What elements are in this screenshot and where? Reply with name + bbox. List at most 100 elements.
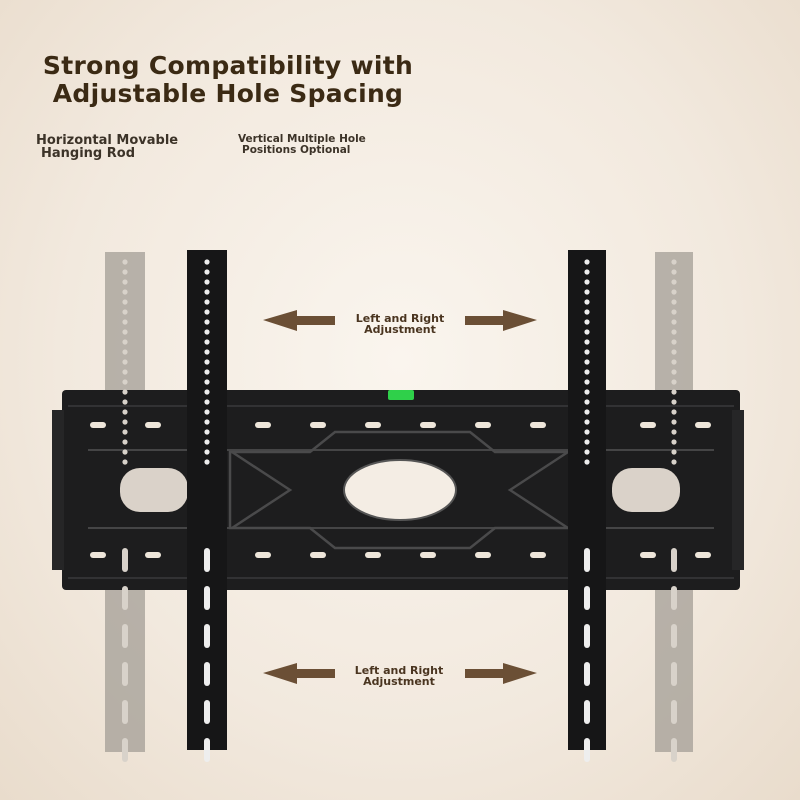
rod-hole [122, 389, 128, 395]
rod-hole [204, 339, 210, 345]
rod-hole [584, 319, 590, 325]
feature-line: Positions Optional [242, 144, 351, 156]
mounting-slot [695, 422, 711, 428]
rod-hole [204, 369, 210, 375]
arrow-left-icon [263, 663, 335, 684]
rod-slot [204, 624, 210, 648]
rod-hole [204, 439, 210, 445]
mounting-slot [310, 552, 326, 558]
rod-hole [122, 269, 128, 275]
rod-hole [122, 319, 128, 325]
rod-slot [122, 738, 128, 762]
rod-slot [122, 586, 128, 610]
rod-hole [584, 449, 590, 455]
rod-hole [122, 409, 128, 415]
feature-vertical-holes: Vertical Multiple Hole Positions Optiona… [238, 134, 366, 156]
mounting-slot [695, 552, 711, 558]
adjustment-line: Left and Right [354, 664, 444, 677]
rod-slot [204, 700, 210, 724]
mounting-slot [145, 422, 161, 428]
rod-slot [204, 586, 210, 610]
rod-hole [584, 279, 590, 285]
feature-line: Horizontal Movable [36, 133, 179, 148]
mounting-slot [420, 422, 436, 428]
rod-slot [584, 586, 590, 610]
arrow-left-icon [263, 310, 335, 331]
rod-hole [204, 449, 210, 455]
adjustment-label-bottom: Left and Right Adjustment [339, 665, 459, 687]
rod-hole [671, 289, 677, 295]
mounting-slot [530, 422, 546, 428]
rod-hole [204, 329, 210, 335]
rod-slot [671, 662, 677, 686]
rod-hole [671, 309, 677, 315]
mounting-slot [90, 552, 106, 558]
rod-hole [122, 309, 128, 315]
rod-hole [584, 369, 590, 375]
rod-hole [671, 279, 677, 285]
rod-hole [204, 399, 210, 405]
rod-hole [204, 349, 210, 355]
rod-hole [204, 319, 210, 325]
rod-hole [671, 259, 677, 265]
mounting-slot [475, 552, 491, 558]
bubble-level-icon [388, 390, 414, 400]
rod-hole [671, 339, 677, 345]
rod-slot [204, 738, 210, 762]
rod-slot [584, 548, 590, 572]
rod-slot [204, 662, 210, 686]
rod-slot [671, 738, 677, 762]
rod-hole [584, 379, 590, 385]
rod-hole [584, 399, 590, 405]
rod-hole [671, 269, 677, 275]
rod-hole [122, 449, 128, 455]
rod-hole [671, 449, 677, 455]
rod-hole [204, 419, 210, 425]
rod-hole [671, 429, 677, 435]
rod-hole [204, 309, 210, 315]
rod-hole [671, 389, 677, 395]
rod-hole [584, 259, 590, 265]
rod-hole [584, 349, 590, 355]
rod-hole [671, 319, 677, 325]
rod-hole [122, 299, 128, 305]
arrow-right-icon [465, 310, 537, 331]
rod-hole [204, 289, 210, 295]
mounting-slot [420, 552, 436, 558]
mounting-slot [475, 422, 491, 428]
rod-hole [204, 389, 210, 395]
rod-hole [584, 339, 590, 345]
rod-hole [671, 399, 677, 405]
rod-slot [122, 624, 128, 648]
rod-slot [584, 662, 590, 686]
adjustment-label-top: Left and Right Adjustment [340, 313, 460, 335]
rod-hole [671, 459, 677, 465]
rod-hole [671, 379, 677, 385]
adjustment-line: Adjustment [364, 323, 436, 336]
rod-hole [122, 259, 128, 265]
rod-hole [204, 429, 210, 435]
rod-hole [122, 369, 128, 375]
rod-slot [204, 548, 210, 572]
rod-hole [122, 329, 128, 335]
rod-slot [671, 700, 677, 724]
rod-hole [204, 299, 210, 305]
rod-hole [122, 399, 128, 405]
rod-hole [584, 309, 590, 315]
rod-slot [584, 700, 590, 724]
mounting-slot [90, 422, 106, 428]
mounting-slot [365, 552, 381, 558]
rod-hole [584, 299, 590, 305]
rod-hole [204, 259, 210, 265]
rod-hole [204, 379, 210, 385]
rod-hole [122, 279, 128, 285]
rod-hole [122, 379, 128, 385]
rod-hole [122, 349, 128, 355]
adjustment-line: Left and Right [355, 312, 445, 325]
mounting-slot [640, 552, 656, 558]
wall-plate [52, 390, 744, 590]
rod-hole [584, 409, 590, 415]
rod-hole [671, 369, 677, 375]
rod-slot [122, 662, 128, 686]
rod-hole [671, 349, 677, 355]
